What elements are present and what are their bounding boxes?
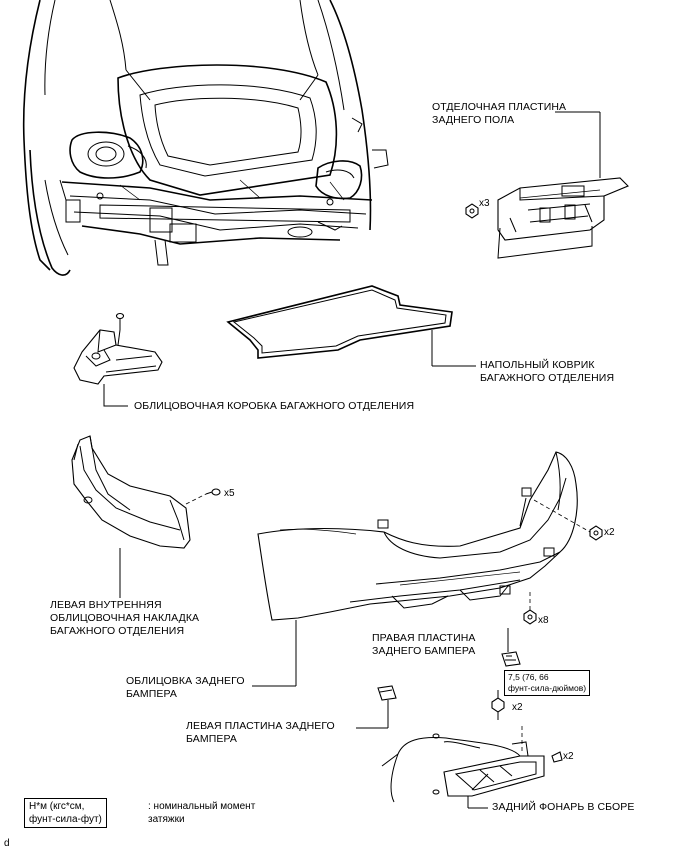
rear-bumper-cover-part xyxy=(257,451,578,621)
label-rear-lamp-assembly: ЗАДНИЙ ФОНАРЬ В СБОРЕ xyxy=(492,801,635,813)
legend-description-line2: затяжки xyxy=(148,814,185,825)
label-left-bumper-plate-line2: БАМПЕРА xyxy=(186,733,237,745)
corner-mark: d xyxy=(4,838,10,849)
label-floor-trim-plate-line2: ЗАДНЕГО ПОЛА xyxy=(432,114,515,126)
trunk-trim-box-part xyxy=(73,329,163,385)
right-bumper-plate-part xyxy=(501,651,521,667)
bumper-lower-clip xyxy=(523,609,537,625)
legend-unit-box: Н*м (кгс*см, фунт-сила-фут) xyxy=(24,798,107,828)
torque-spec-line1: 7,5 (76, 66 xyxy=(508,672,549,682)
trim-plate-nut xyxy=(465,203,479,219)
label-trunk-floor-mat: НАПОЛЬНЫЙ КОВРИК БАГАЖНОГО ОТДЕЛЕНИЯ xyxy=(480,359,614,385)
label-floor-trim-plate-line1: ОТДЕЛОЧНАЯ ПЛАСТИНА xyxy=(432,101,567,113)
label-left-bumper-plate-line1: ЛЕВАЯ ПЛАСТИНА ЗАДНЕГО xyxy=(186,720,335,732)
label-rear-bumper-cover: ОБЛИЦОВКА ЗАДНЕГО БАМПЕРА xyxy=(126,675,245,701)
lamp-screw xyxy=(551,751,563,763)
label-rear-bumper-cover-line2: БАМПЕРА xyxy=(126,688,177,700)
qty-bumper-side-clips: x2 xyxy=(604,527,615,538)
qty-trim-plate-nuts: x3 xyxy=(479,198,490,209)
label-trunk-floor-mat-line1: НАПОЛЬНЫЙ КОВРИК xyxy=(480,359,595,371)
lamp-bolt xyxy=(491,690,505,720)
left-inner-trim-part xyxy=(71,435,191,549)
label-trunk-trim-box: ОБЛИЦОВОЧНАЯ КОРОБКА БАГАЖНОГО ОТДЕЛЕНИЯ xyxy=(134,400,415,412)
label-left-inner-trim-line1: ЛЕВАЯ ВНУТРЕННЯЯ xyxy=(50,599,162,611)
label-rear-bumper-cover-line1: ОБЛИЦОВКА ЗАДНЕГО xyxy=(126,675,245,687)
trunk-floor-mat-part xyxy=(226,285,453,359)
dashed-line-side-clip xyxy=(533,499,591,533)
qty-lamp-bolts: x2 xyxy=(512,702,523,713)
bumper-side-clip xyxy=(589,525,603,541)
torque-spec-line2: фунт-сила-дюймов) xyxy=(508,683,587,693)
qty-inner-trim-clips: x5 xyxy=(224,488,235,499)
label-right-bumper-plate-line1: ПРАВАЯ ПЛАСТИНА xyxy=(372,632,476,644)
rear-lamp-part xyxy=(443,755,545,797)
label-floor-trim-plate: ОТДЕЛОЧНАЯ ПЛАСТИНА ЗАДНЕГО ПОЛА xyxy=(432,101,566,127)
qty-lamp-screws: x2 xyxy=(563,751,574,762)
label-left-inner-trim: ЛЕВАЯ ВНУТРЕННЯЯ ОБЛИЦОВОЧНАЯ НАКЛАДКА Б… xyxy=(50,599,199,638)
torque-spec-box: 7,5 (76, 66 фунт-сила-дюймов) xyxy=(504,670,591,696)
left-bumper-plate-part xyxy=(377,685,397,701)
vehicle-rear-illustration xyxy=(22,0,389,276)
dashed-line-inner-trim xyxy=(185,493,207,505)
leader-trim-box xyxy=(103,384,128,407)
legend-unit-line2: фунт-сила-фут) xyxy=(29,814,102,825)
label-right-bumper-plate: ПРАВАЯ ПЛАСТИНА ЗАДНЕГО БАМПЕРА xyxy=(372,632,476,658)
trim-box-screw xyxy=(115,312,125,330)
label-right-bumper-plate-line2: ЗАДНЕГО БАМПЕРА xyxy=(372,645,476,657)
label-left-inner-trim-line3: БАГАЖНОГО ОТДЕЛЕНИЯ xyxy=(50,625,185,637)
legend-description: : номинальный момент затяжки xyxy=(148,800,255,826)
label-left-inner-trim-line2: ОБЛИЦОВОЧНАЯ НАКЛАДКА xyxy=(50,612,200,624)
label-left-bumper-plate: ЛЕВАЯ ПЛАСТИНА ЗАДНЕГО БАМПЕРА xyxy=(186,720,335,746)
qty-bumper-lower-clips: x8 xyxy=(538,615,549,626)
label-trunk-floor-mat-line2: БАГАЖНОГО ОТДЕЛЕНИЯ xyxy=(480,372,615,384)
legend-unit-line1: Н*м (кгс*см, xyxy=(29,801,85,812)
lamp-wire-harness xyxy=(381,733,529,803)
inner-trim-clip xyxy=(205,488,221,496)
floor-trim-plate-part xyxy=(497,177,629,259)
legend-description-line1: : номинальный момент xyxy=(148,801,256,812)
